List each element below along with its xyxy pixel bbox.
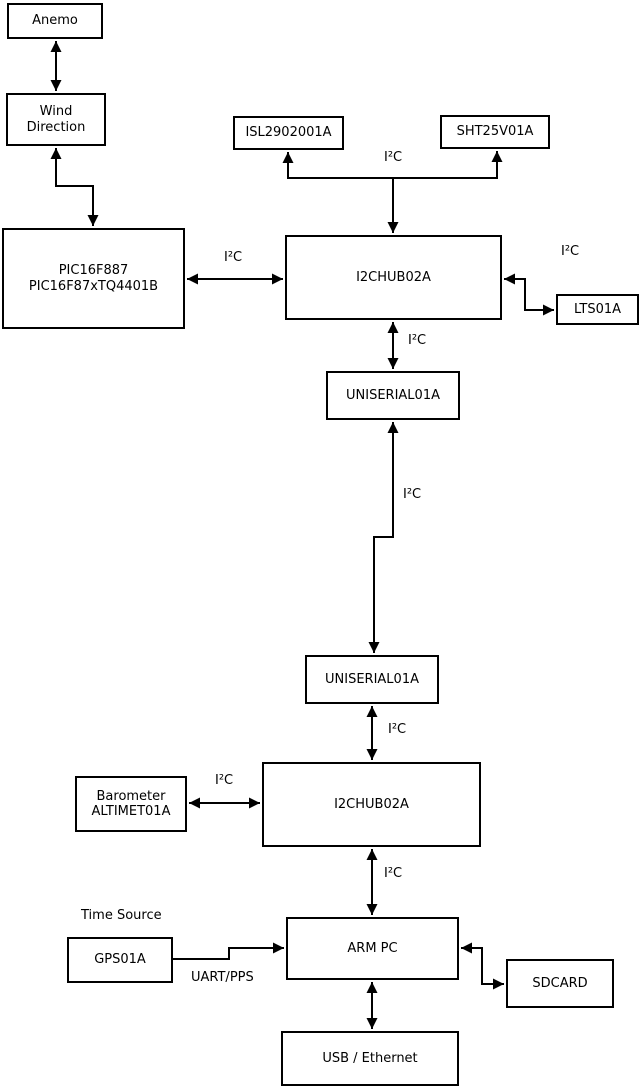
bus-label-i2c: I²C <box>408 333 427 348</box>
box-label: ISL2902001A <box>245 125 332 141</box>
box-label: Direction <box>26 119 86 135</box>
box-label: SDCARD <box>532 975 588 991</box>
box-arm-pc: ARM PC <box>286 917 459 980</box>
box-label: GPS01A <box>94 952 146 968</box>
box-label: ALTIMET01A <box>91 804 171 819</box>
box-uniserial-top: UNISERIAL01A <box>326 371 460 420</box>
box-usb-ethernet: USB / Ethernet <box>281 1031 459 1086</box>
bus-label-i2c: I²C <box>215 773 234 788</box>
box-label: I2CHUB02A <box>334 796 409 812</box>
time-source-label: Time Source <box>81 908 162 923</box>
box-label: Wind <box>39 104 73 120</box>
box-wind-direction: Wind Direction <box>6 93 106 146</box>
connector-gps-arm-pc <box>173 942 284 960</box>
box-gps01a: GPS01A <box>67 937 173 983</box>
bus-label-i2c: I²C <box>384 150 403 165</box>
bus-label-i2c: I²C <box>388 722 407 737</box>
box-i2c-hub-bottom: I2CHUB02A <box>262 762 481 847</box>
connector-wind-pic <box>50 148 99 226</box>
box-lts01a: LTS01A <box>556 294 639 325</box>
box-label: UNISERIAL01A <box>325 671 419 687</box>
box-barometer: Barometer ALTIMET01A <box>75 776 187 832</box>
box-label: PIC16F887 <box>58 263 129 279</box>
box-label: SHT25V01A <box>456 124 534 140</box>
bus-label-i2c: I²C <box>224 250 243 265</box>
box-anemometer: Anemo <box>7 3 103 39</box>
box-label: LTS01A <box>573 301 622 317</box>
connector-uniserial-top-uniserial-bottom <box>368 422 399 653</box>
connector-arm-pc-sdcard <box>461 942 504 990</box>
box-label: Barometer <box>96 788 166 804</box>
box-uniserial-bottom: UNISERIAL01A <box>305 655 439 704</box>
box-label: I2CHUB02A <box>356 269 431 285</box>
bus-label-i2c: I²C <box>403 487 422 502</box>
box-label: USB / Ethernet <box>322 1050 418 1066</box>
bus-label-i2c: I²C <box>384 866 403 881</box>
uart-pps-label: UART/PPS <box>191 970 254 985</box>
bus-label-i2c: I²C <box>561 244 580 259</box>
box-label: PIC16F87xTQ4401B <box>28 278 159 294</box>
connector-hub-top-lts <box>504 273 554 316</box>
box-label: ARM PC <box>347 940 398 956</box>
box-sdcard: SDCARD <box>506 959 614 1008</box>
box-pic16f887: PIC16F887 PIC16F87xTQ4401B <box>2 228 185 329</box>
box-isl2902001a: ISL2902001A <box>233 116 344 150</box>
box-label: UNISERIAL01A <box>346 387 440 403</box>
box-label: Anemo <box>32 13 78 29</box>
box-sht25v01a: SHT25V01A <box>440 115 550 149</box>
box-i2c-hub-top: I2CHUB02A <box>285 235 502 320</box>
